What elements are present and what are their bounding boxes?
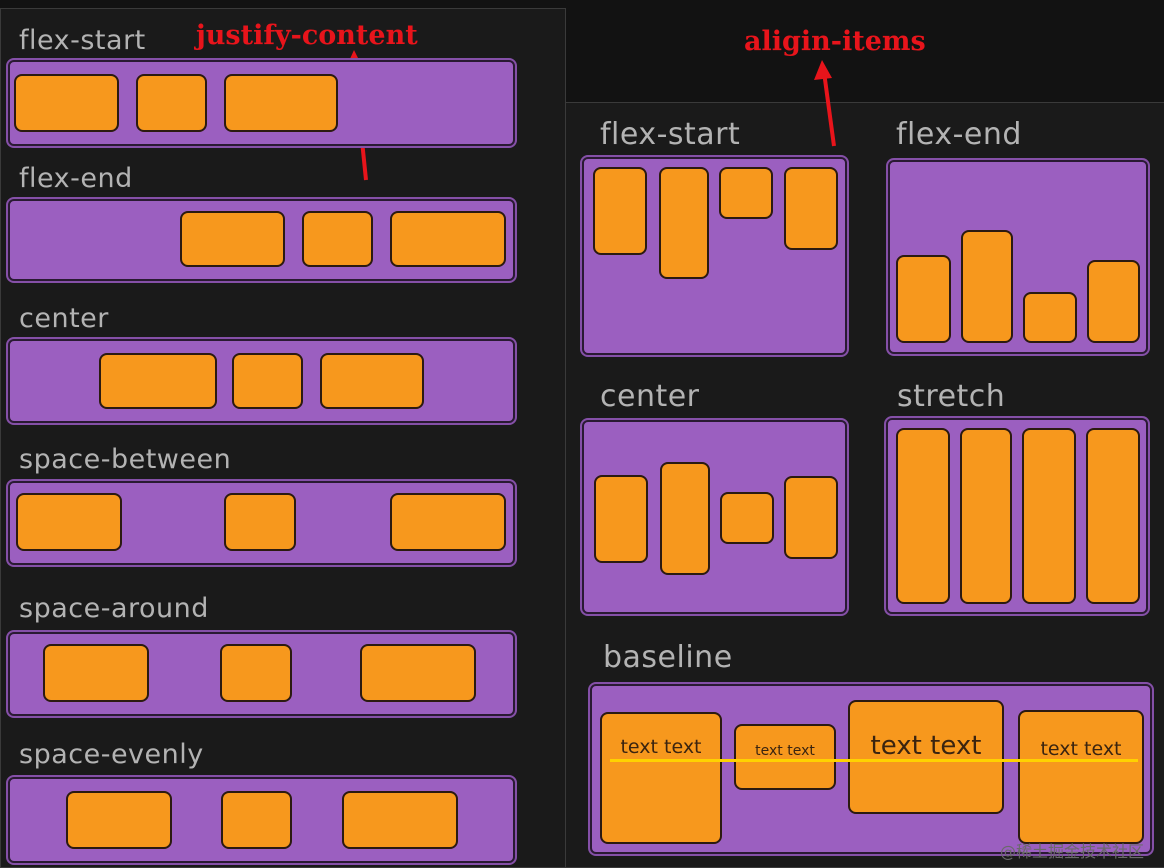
- align-items-annotation: aligin-items: [744, 26, 926, 57]
- label-justify-space-around: space-around: [19, 593, 209, 624]
- item-box: [1087, 260, 1140, 343]
- item-box: [232, 353, 303, 409]
- row-justify-space-between: [8, 481, 515, 565]
- item-box: [390, 211, 506, 267]
- item-box: [66, 791, 172, 849]
- item-box: [360, 644, 476, 702]
- item-box: [302, 211, 373, 267]
- label-justify-flex-start: flex-start: [19, 25, 146, 56]
- item-box: [720, 492, 774, 544]
- item-box: [594, 475, 648, 563]
- item-box: [99, 353, 217, 409]
- item-box: [14, 74, 119, 132]
- item-box: [320, 353, 424, 409]
- item-box: [659, 167, 709, 279]
- container-align-baseline: text text text text text text text text: [590, 684, 1152, 854]
- label-justify-flex-end: flex-end: [19, 163, 133, 194]
- item-box: [593, 167, 647, 255]
- container-align-center: [582, 420, 847, 614]
- item-box: [224, 493, 296, 551]
- item-box: [221, 791, 292, 849]
- item-box: [16, 493, 122, 551]
- item-box: [342, 791, 458, 849]
- item-box: text text: [734, 724, 836, 790]
- item-box: [784, 167, 838, 250]
- item-box: [961, 230, 1013, 343]
- item-box: [896, 255, 951, 343]
- container-align-flex-end: [888, 160, 1148, 354]
- item-box: [43, 644, 149, 702]
- item-box: [1023, 292, 1077, 343]
- item-box: [719, 167, 773, 219]
- label-align-flex-end: flex-end: [896, 117, 1022, 152]
- item-box: [224, 74, 338, 132]
- item-box: text text: [1018, 710, 1144, 844]
- label-justify-center: center: [19, 303, 109, 334]
- row-justify-flex-end: [8, 199, 515, 281]
- row-justify-flex-start: [8, 60, 515, 146]
- baseline-item-text: text text: [620, 736, 702, 758]
- item-box: [1086, 428, 1140, 604]
- label-align-baseline: baseline: [603, 640, 733, 675]
- container-align-stretch: [886, 418, 1148, 614]
- baseline-item-text: text text: [1040, 738, 1122, 760]
- item-box: text text: [848, 700, 1004, 814]
- label-align-stretch: stretch: [897, 379, 1006, 414]
- baseline-guide-line: [610, 759, 1138, 762]
- item-box: [220, 644, 292, 702]
- item-box: [784, 476, 838, 559]
- watermark: @稀土掘金技术社区: [1000, 842, 1145, 861]
- item-box: [1022, 428, 1076, 604]
- baseline-item-text: text text: [870, 731, 982, 761]
- item-box: [390, 493, 506, 551]
- item-box: [896, 428, 950, 604]
- item-box: [136, 74, 207, 132]
- label-justify-space-evenly: space-evenly: [19, 739, 204, 770]
- container-align-flex-start: [582, 157, 847, 355]
- item-box: text text: [600, 712, 722, 844]
- item-box: [180, 211, 285, 267]
- label-justify-space-between: space-between: [19, 444, 232, 475]
- label-align-center: center: [600, 379, 700, 414]
- item-box: [960, 428, 1012, 604]
- baseline-item-text: text text: [755, 743, 815, 759]
- row-justify-space-around: [8, 632, 515, 716]
- row-justify-center: [8, 339, 515, 423]
- justify-content-panel: [0, 8, 566, 868]
- justify-content-annotation: justify-content: [196, 20, 418, 51]
- item-box: [660, 462, 710, 575]
- row-justify-space-evenly: [8, 777, 515, 863]
- label-align-flex-start: flex-start: [600, 117, 741, 152]
